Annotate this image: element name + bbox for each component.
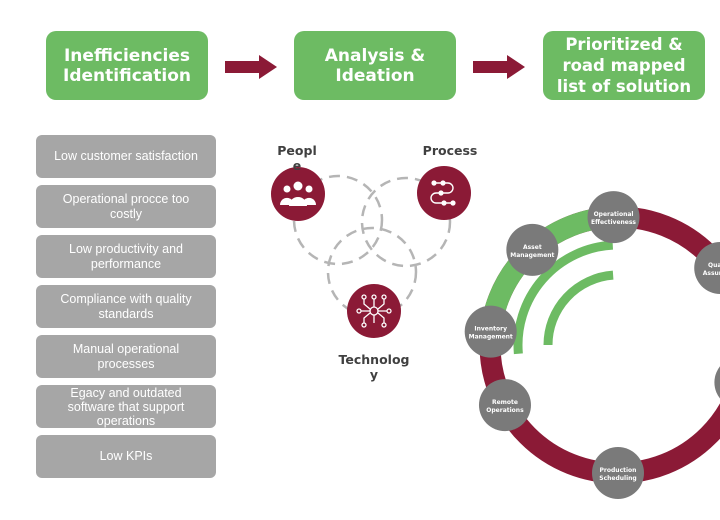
issue-item: Egacy and outdated software that support… bbox=[36, 385, 216, 428]
arrow-right-icon bbox=[473, 55, 525, 79]
arrow-right-icon bbox=[225, 55, 277, 79]
ring-node-label: Scheduling bbox=[599, 475, 636, 482]
issue-item: Compliance with quality standards bbox=[36, 285, 216, 328]
ring-node-circle bbox=[478, 379, 531, 432]
issue-item: Low productivity and performance bbox=[36, 235, 216, 278]
ring-node: QualityAssurance bbox=[694, 241, 720, 294]
stage-inefficiencies-identification: Inefficiencies Identification bbox=[46, 31, 208, 100]
ring-node-label: Quality bbox=[708, 262, 720, 269]
process-flow-icon bbox=[417, 166, 471, 220]
ring-node-circle bbox=[464, 305, 517, 358]
ring-node-circle bbox=[587, 191, 640, 244]
ring-inner-arc bbox=[543, 270, 614, 346]
stage-analysis-ideation: Analysis & Ideation bbox=[294, 31, 456, 100]
ring-node-label: Operations bbox=[486, 407, 524, 414]
issue-item: Low KPIs bbox=[36, 435, 216, 478]
ring-node-label: Operational bbox=[594, 211, 634, 218]
ring-node-label: Production bbox=[600, 467, 637, 474]
venn-label-people: Peopl e bbox=[277, 143, 317, 173]
ring-node-label: Management bbox=[469, 334, 513, 341]
issue-item: Manual operational processes bbox=[36, 335, 216, 378]
people-group-icon bbox=[271, 167, 325, 221]
network-hub-icon bbox=[347, 284, 401, 338]
issue-item: Operational procce too costly bbox=[36, 185, 216, 228]
ring-node-circle bbox=[592, 447, 644, 499]
venn-circle-process bbox=[360, 176, 452, 268]
ring-node-label: Effectiveness bbox=[591, 219, 636, 226]
ring-node-label: Inventory bbox=[474, 326, 507, 333]
ring-node-label: Asset bbox=[523, 244, 542, 251]
venn-circle-technology bbox=[326, 226, 418, 318]
stage-prioritized-roadmap: Prioritized & road mapped list of soluti… bbox=[543, 31, 705, 100]
ring-node-circle bbox=[714, 366, 720, 399]
ring-node-circle bbox=[506, 223, 559, 276]
issue-item: Low customer satisfaction bbox=[36, 135, 216, 178]
venn-label-technology: Technolog y bbox=[338, 352, 410, 382]
venn-circle-people bbox=[292, 174, 384, 266]
venn-label-process: Process bbox=[422, 143, 478, 158]
ring-inner-arc bbox=[513, 240, 614, 355]
ring-node-circle bbox=[694, 241, 720, 294]
ring-node-label: Assurance bbox=[703, 270, 720, 277]
ring-node-label: Management bbox=[510, 252, 554, 259]
ring-node-label: Remote bbox=[492, 399, 518, 406]
ring-node: Plant Safety& Security bbox=[714, 366, 720, 399]
